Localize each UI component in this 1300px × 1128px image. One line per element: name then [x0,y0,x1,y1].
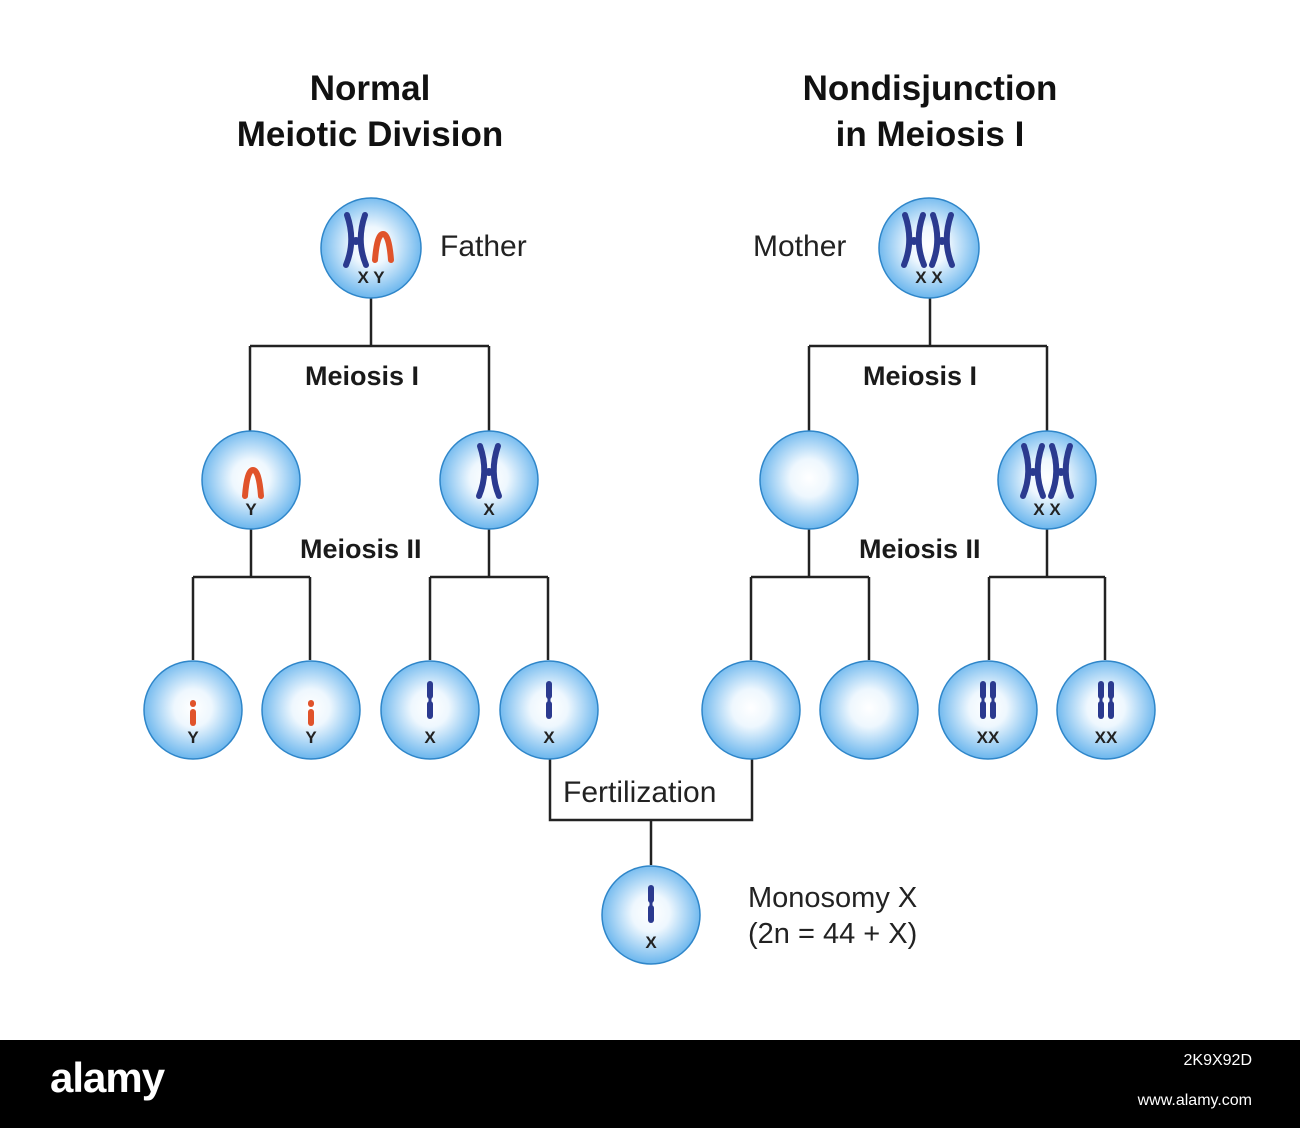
cell-gamete-x1: X [380,660,480,760]
connector-fertilization [548,759,754,865]
fertilization-label: Fertilization [563,776,717,809]
right-meiosis-2-label: Meiosis II [859,534,981,564]
cell-label: XX [977,728,1000,747]
father-label: Father [440,230,527,263]
right-meiosis-1-label: Meiosis I [863,361,978,391]
cell-label: X [645,933,657,952]
site-url-label: www.alamy.com [1137,1092,1252,1109]
mother-label: Mother [753,230,847,263]
x-chromatid [648,885,654,923]
cell-gamete-x2: X [499,660,599,760]
result-formula: (2n = 44 + X) [748,918,918,950]
cell-gamete-xx2: XX [1056,660,1156,760]
x-chromosome [476,443,502,499]
x-chromosome [901,212,927,268]
cell-father: X Y [320,197,422,299]
connector-left-y [191,527,312,660]
image-id-label: 2K9X92D [1183,1052,1253,1069]
cell-label: XX [1095,728,1118,747]
x-chromatid [427,681,433,719]
right-title-line-2: in Meiosis I [835,115,1025,154]
x-chromosome [1020,443,1046,499]
cell-gamete-y2: Y [261,660,361,760]
lineage-connectors [191,297,1107,865]
x-chromosome [343,212,369,268]
cell-label: X [543,728,555,747]
cell-label: X X [1033,500,1061,519]
x-chromosome [929,212,955,268]
left-title: Normal Meiotic Division [180,66,560,158]
cell-label: X [424,728,436,747]
cell-zygote: X [601,865,701,965]
cell-membrane [320,197,422,299]
cell-label: Y [187,728,199,747]
cell-label: X X [915,268,943,287]
cell-membrane [701,660,801,760]
cell-left-y: Y [201,430,301,530]
right-title-line-1: Nondisjunction [802,69,1058,108]
result-label: Monosomy X (2n = 44 + X) [748,880,917,952]
cell-membrane [997,430,1097,530]
y-chromosome [372,230,394,263]
cell-right-xx: X X [997,430,1097,530]
footer-bar: alamy 2K9X92D www.alamy.com [0,1040,1300,1128]
cell-membrane [759,430,859,530]
x-chromatid [1098,681,1104,719]
x-chromosome [1048,443,1074,499]
x-chromatid [990,681,996,719]
cell-gamete-empty1 [701,660,801,760]
cell-membrane [439,430,539,530]
cell-mother: X X [878,197,980,299]
cell-label: Y [245,500,257,519]
x-chromatid [1108,681,1114,719]
cell-label: Y [305,728,317,747]
y-chromosome [242,466,264,499]
cell-gamete-empty2 [819,660,919,760]
cell-gamete-xx1: XX [938,660,1038,760]
left-meiosis-1-label: Meiosis I [305,361,420,391]
left-meiosis-2-label: Meiosis II [300,534,422,564]
cell-membrane [878,197,980,299]
connector-mother [807,297,1049,442]
y-chromatid [308,700,314,726]
cell-membrane [201,430,301,530]
cell-membrane [1056,660,1156,760]
connector-right-xx [987,527,1107,660]
brand-wordmark: alamy [50,1054,165,1101]
cell-membrane [819,660,919,760]
connector-father [248,297,491,442]
y-chromatid [190,700,196,726]
cell-gamete-y1: Y [143,660,243,760]
x-chromatid [546,681,552,719]
cell-label: X [483,500,495,519]
connector-right-empty [749,527,871,660]
left-title-line-2: Meiotic Division [236,115,504,154]
left-title-line-1: Normal [309,69,431,108]
connector-left-x [428,527,550,660]
cell-membrane [938,660,1038,760]
result-name: Monosomy X [748,882,918,914]
right-title: Nondisjunction in Meiosis I [740,66,1120,158]
x-chromatid [980,681,986,719]
cell-left-x: X [439,430,539,530]
cell-label: X Y [357,268,385,287]
cell-right-empty [759,430,859,530]
